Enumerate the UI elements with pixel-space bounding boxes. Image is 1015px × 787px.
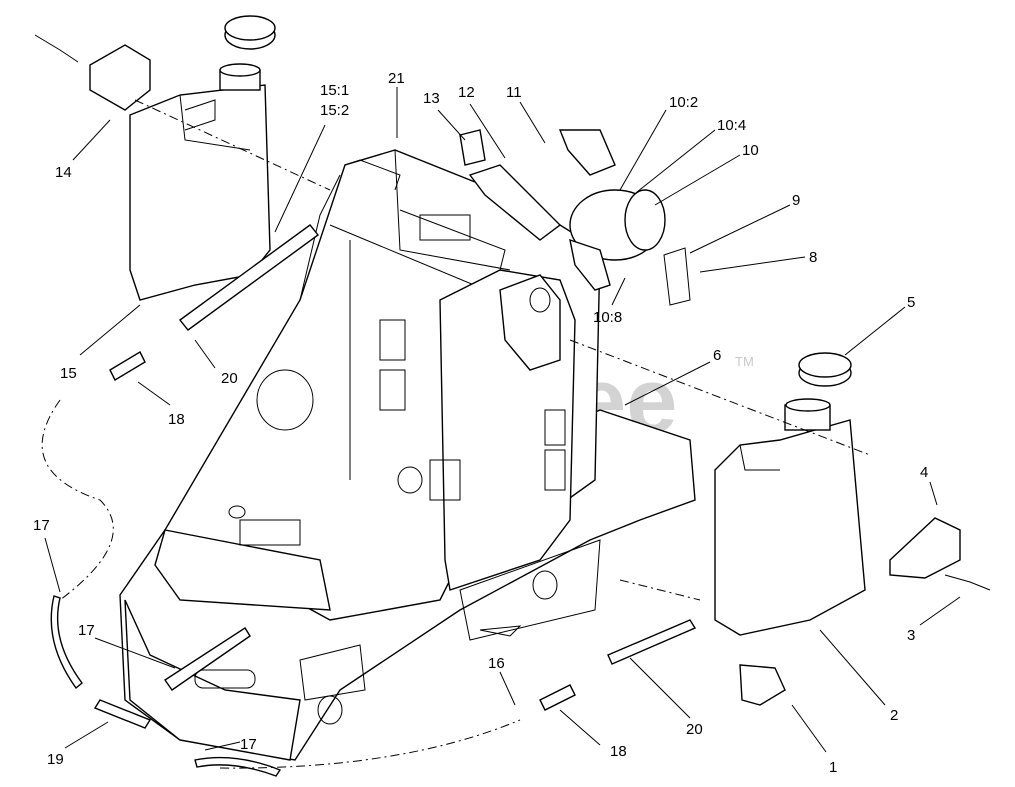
label-17-b: 17 xyxy=(78,622,95,639)
mount-bracket xyxy=(739,664,786,706)
label-19: 19 xyxy=(47,751,64,768)
tank-route-left xyxy=(134,99,331,191)
hose-12 xyxy=(468,164,562,241)
label-17-a: 17 xyxy=(33,517,50,534)
hose-route-bottom xyxy=(219,719,521,769)
hose-17-bottom xyxy=(194,756,282,777)
strap-bracket-left xyxy=(89,44,151,111)
leader-lines xyxy=(44,87,961,753)
label-4: 4 xyxy=(920,464,928,481)
label-13: 13 xyxy=(423,90,440,107)
hose-20-left xyxy=(178,224,320,331)
bolt-left xyxy=(34,34,79,63)
hose-route-right xyxy=(619,579,701,601)
bolt-right xyxy=(944,574,991,591)
main-frame xyxy=(119,149,696,761)
label-9: 9 xyxy=(792,192,800,209)
fitting-18-left xyxy=(109,351,146,381)
tank-route-right xyxy=(569,339,871,456)
label-11: 11 xyxy=(506,84,522,101)
label-10: 10 xyxy=(742,142,759,159)
hose-17-mid xyxy=(164,627,251,691)
bracket-9 xyxy=(663,247,691,306)
hose-17-left xyxy=(50,595,83,690)
watermark-tm: TM xyxy=(735,354,754,369)
callout-labels: 1 2 3 4 5 6 8 9 10 10:4 10:2 10:8 11 12 … xyxy=(33,70,928,776)
hose-route-left xyxy=(41,399,114,601)
strap-bracket-right xyxy=(889,517,961,579)
label-15-2: 15:2 xyxy=(320,102,349,119)
fuel-tank-left xyxy=(129,63,271,301)
hose-20-right xyxy=(607,619,697,665)
label-20-b: 20 xyxy=(686,721,703,738)
label-18-b: 18 xyxy=(610,743,627,760)
fitting-18-right xyxy=(539,684,576,711)
label-2: 2 xyxy=(890,707,898,724)
label-8: 8 xyxy=(809,249,817,266)
label-1: 1 xyxy=(829,759,837,776)
label-16: 16 xyxy=(488,655,505,672)
tank-cap-right xyxy=(798,352,852,387)
label-12: 12 xyxy=(458,84,475,101)
label-14: 14 xyxy=(55,164,72,181)
label-20-a: 20 xyxy=(221,370,238,387)
tee-fitting xyxy=(93,699,152,729)
label-18-a: 18 xyxy=(168,411,185,428)
fuel-tank-right xyxy=(714,398,866,636)
label-21: 21 xyxy=(388,70,405,87)
label-10-8: 10:8 xyxy=(593,309,622,326)
part-13 xyxy=(459,129,486,166)
label-10-4: 10:4 xyxy=(717,117,746,134)
label-6: 6 xyxy=(713,347,721,364)
label-15: 15 xyxy=(60,365,77,382)
label-10-2: 10:2 xyxy=(669,94,698,111)
label-3: 3 xyxy=(907,627,915,644)
air-cleaner xyxy=(558,129,666,291)
label-17-c: 17 xyxy=(240,736,257,753)
tank-cap-left xyxy=(224,15,276,50)
label-15-1: 15:1 xyxy=(320,82,349,99)
label-5: 5 xyxy=(907,294,915,311)
